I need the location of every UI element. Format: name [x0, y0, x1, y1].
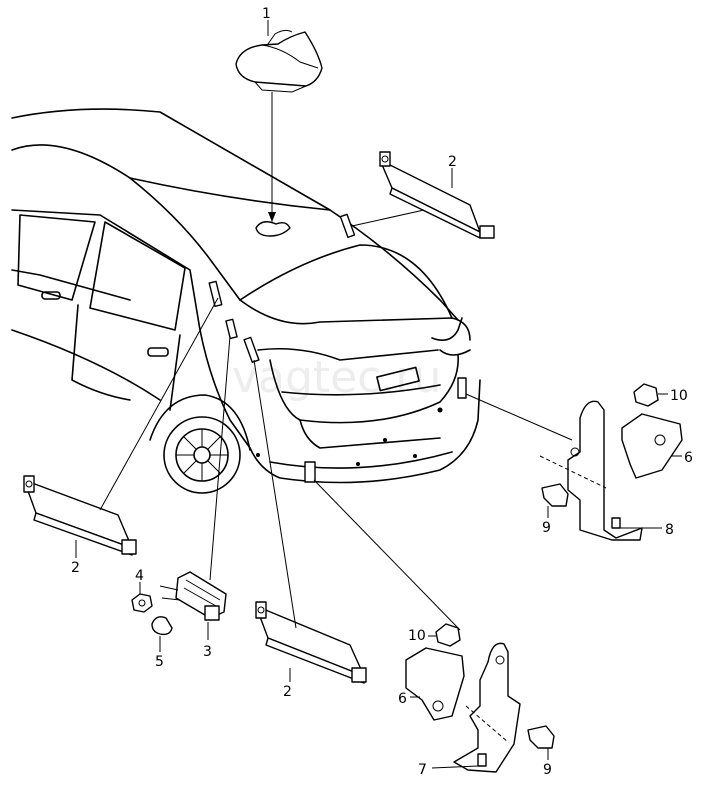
- bolt-8: [611, 517, 621, 529]
- roof-antenna-mount-outline: [255, 221, 291, 237]
- leader-line-2-top: [351, 209, 425, 227]
- callout-4: 4: [135, 568, 144, 584]
- callout-6-lower: 6: [398, 691, 407, 707]
- callout-2-left: 2: [71, 560, 80, 576]
- c-pillar-antenna-outline-2: [225, 318, 238, 340]
- callout-5: 5: [155, 654, 164, 670]
- mounting-plate-6-upper: [621, 413, 683, 479]
- callout-3: 3: [203, 644, 212, 660]
- bracket-upper: [539, 400, 643, 541]
- roof-antenna: [235, 29, 323, 93]
- c-pillar-antenna-outline-1: [208, 280, 223, 308]
- callout-1: 1: [262, 6, 271, 22]
- leader-line-2-left: [99, 297, 219, 511]
- bumper-bracket-outline-lower: [304, 461, 316, 483]
- callout-9-upper: 9: [542, 520, 551, 536]
- leader-line-2-bottom: [253, 359, 297, 629]
- antenna-amplifier-bottom: [255, 601, 367, 684]
- leader-line-bracket-upper: [465, 393, 573, 441]
- callout-10-lower: 10: [408, 628, 426, 644]
- callout-2-bottom: 2: [283, 684, 292, 700]
- rear-window-antenna-outline: [339, 213, 356, 239]
- nut-10-lower: [435, 623, 461, 647]
- callout-8: 8: [665, 522, 674, 538]
- bolt-7: [477, 753, 487, 767]
- callout-2-top: 2: [448, 154, 457, 170]
- leader-line-bracket-lower: [313, 479, 461, 631]
- bracket-lower: [453, 642, 521, 773]
- leader-line-3: [209, 335, 231, 581]
- bumper-bracket-outline-upper: [457, 377, 467, 399]
- callout-7: 7: [418, 762, 427, 778]
- callout-9-lower: 9: [543, 762, 552, 778]
- nut-4: [131, 593, 153, 613]
- callout-6-upper: 6: [684, 450, 693, 466]
- antenna-amplifier-top: [379, 151, 495, 239]
- antenna-amplifier-left: [23, 475, 137, 556]
- callout-10-upper: 10: [670, 388, 688, 404]
- clip-9-lower: [527, 725, 555, 749]
- clip-9-upper: [541, 483, 569, 507]
- mounting-plate-6-lower: [405, 647, 465, 721]
- c-pillar-antenna-outline-3: [243, 336, 260, 364]
- cap-5: [151, 616, 173, 636]
- connector-bracket: [159, 571, 227, 621]
- nut-10-upper: [633, 383, 659, 407]
- car-body: [11, 108, 481, 494]
